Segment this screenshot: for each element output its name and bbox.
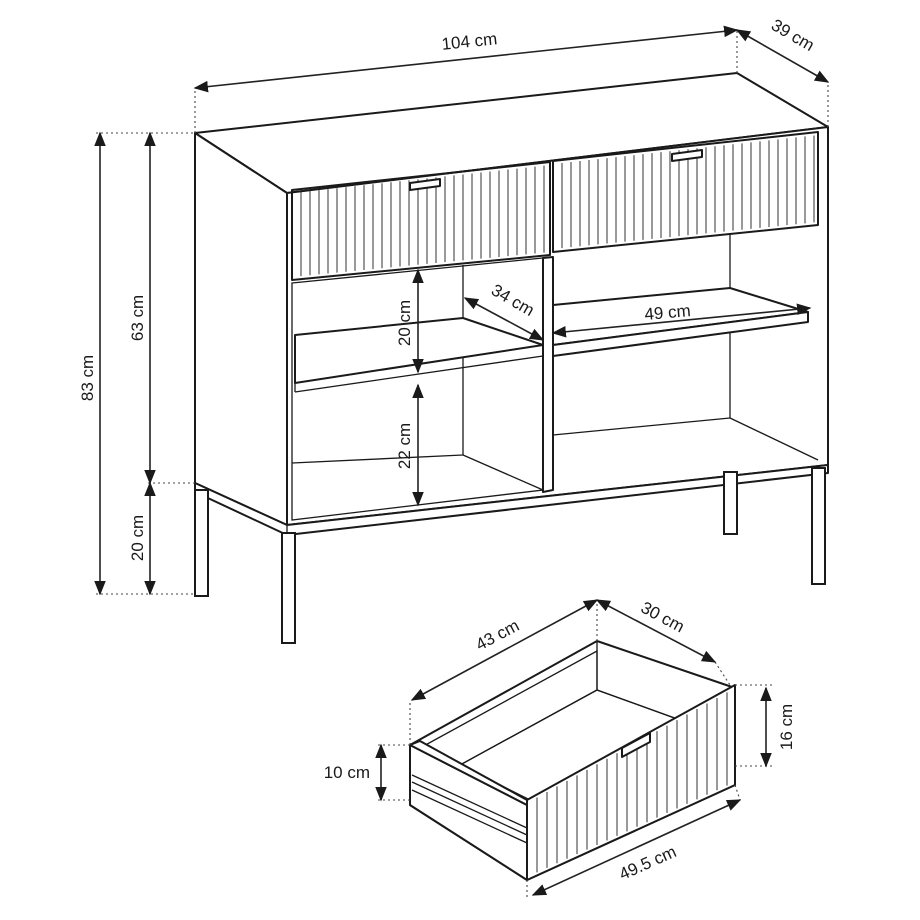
total-height-label: 83 cm: [78, 355, 97, 401]
drawer-inner-width-label: 43 cm: [473, 616, 523, 655]
sideboard-left-side: [194, 132, 288, 526]
drawer-side-height-label: 10 cm: [324, 763, 370, 782]
drawer-front-width-label: 49.5 cm: [616, 842, 679, 884]
drawer-fronts: [291, 131, 819, 281]
drawer-front-height-label: 16 cm: [777, 704, 796, 750]
drawer-flutes-left: [300, 165, 545, 277]
width-label: 104 cm: [441, 29, 498, 54]
leg-height-label: 20 cm: [128, 515, 147, 561]
upper-shelf-height-label: 20 cm: [395, 300, 414, 346]
depth-label: 39 cm: [768, 15, 818, 55]
drawer-inner-depth-label: 30 cm: [638, 598, 688, 637]
sideboard: [194, 72, 829, 644]
drawer-handle-left: [409, 178, 441, 191]
drawer-flutes-right: [561, 135, 815, 249]
drawer-front-handle: [621, 732, 651, 758]
drawer-handle-right: [671, 149, 703, 162]
shelf-width-label: 49 cm: [644, 301, 692, 324]
body-height-label: 63 cm: [128, 295, 147, 341]
lower-shelf-height-label: 22 cm: [395, 423, 414, 469]
legs: [194, 467, 826, 644]
drawer-detail: 43 cm 30 cm 16 cm 10 cm 49.5 cm: [324, 598, 796, 900]
